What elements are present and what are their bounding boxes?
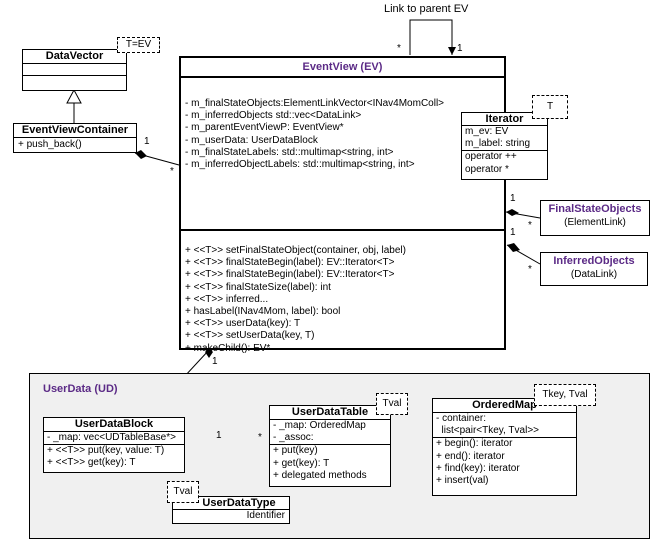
iterator-method: operator * [465,163,509,175]
ev-fso-diamond [506,209,519,216]
eventview-name: EventView (EV) [302,61,383,73]
finalstateobjects-title: FinalStateObjects [548,203,642,215]
ev-io-diamond [507,243,520,252]
inferredobjects-box: InferredObjects (DataLink) [540,252,648,286]
eventview-method: + <<T>> finalStateBegin(label): EV::Iter… [185,269,395,281]
userdatablock-method: + <<T>> put(key, value: T) [47,445,165,457]
datavector-class: DataVector [22,49,127,91]
eventview-attribute: - m_finalStateLabels: std::multimap<stri… [185,146,394,158]
orderedmap-method: + begin(): iterator [436,438,513,450]
eventview-method: + <<T>> finalStateBegin(label): EV::Iter… [185,257,395,269]
userdatatype-attributes: Identifier [173,509,289,522]
self-link-arrowhead [448,47,456,55]
eventviewcontainer-name: EventViewContainer [21,124,129,136]
userdatatable-name: UserDataTable [291,406,369,418]
userdatablock-name: UserDataBlock [74,418,154,430]
orderedmap-template: Tkey, Tval [534,384,596,406]
evc-star: * [170,166,174,177]
userdatatable-attribute: - _assoc: [273,432,314,444]
userdatatable-method: + get(key): T [273,457,330,469]
eventview-method: + <<T>> inferred... [185,293,269,305]
eventview-attribute: - m_inferredObjectLabels: std::multimap<… [185,159,415,171]
eventview-method: + makeChild(): EV* [185,342,271,354]
udb-udt-star: * [258,432,262,443]
self-link-line [409,19,453,55]
eventview-method: + <<T>> finalStateSize(label): int [185,281,331,293]
iterator-class: Iterator m_ev: EV m_label: string operat… [461,112,548,180]
orderedmap-name: OrderedMap [472,399,537,411]
eventview-method: + <<T>> setFinalStateObject(container, o… [185,245,406,256]
userdatablock-method: + <<T>> get(key): T [47,457,136,469]
eventviewcontainer-method: + push_back() [18,139,82,150]
fso-star: * [528,220,532,231]
iterator-attributes: m_ev: EV m_label: string [462,125,547,150]
userdatatable-methods: + put(key) + get(key): T + delegated met… [270,444,390,482]
orderedmap-methods: + begin(): iterator + end(): iterator + … [433,437,576,487]
datavector-template: T=EV [117,37,160,53]
orderedmap-method: + insert(val) [436,475,489,487]
iterator-name: Iterator [485,113,524,125]
iterator-attribute: m_label: string [465,138,531,150]
eventview-attribute: - m_parentEventViewP: EventView* [185,122,344,134]
eventview-method: + hasLabel(INav4Mom, label): bool [185,306,341,318]
userdatatable-method: + put(key) [273,445,318,457]
evc-diamond [135,150,147,159]
inferredobjects-title: InferredObjects [553,255,635,267]
self-link-one: 1 [457,43,463,54]
userdatablock-attribute: - _map: vec<UDTableBase*> [47,432,176,443]
eventview-methods: + <<T>> setFinalStateObject(container, o… [181,229,504,356]
finalstateobjects-subtitle: (ElementLink) [564,217,626,228]
io-star: * [528,264,532,275]
eventview-attributes: - m_finalStateObjects:ElementLinkVector<… [181,76,504,229]
eventview-class: EventView (EV) - m_finalStateObjects:Ele… [179,56,506,354]
evc-one: 1 [144,136,150,147]
userdatatable-class: UserDataTable - _map: OrderedMap - _asso… [269,405,391,487]
userdatatable-method: + delegated methods [273,469,367,481]
orderedmap-attribute: - container: [436,413,487,424]
eventview-method: + <<T>> setUserData(key, T) [185,330,315,342]
datavector-name: DataVector [45,50,104,62]
iterator-template: T [532,95,568,119]
userdata-package-title: UserData (UD) [43,383,118,395]
self-link-label: Link to parent EV [384,3,469,15]
io-one: 1 [510,227,516,238]
inferredobjects-subtitle: (DataLink) [570,269,618,280]
orderedmap-class: OrderedMap - container: list<pair<Tkey, … [432,398,577,496]
userdatatype-template: Tval [167,481,199,503]
udb-udt-one: 1 [216,430,222,441]
iterator-method: operator ++ [465,151,517,163]
eventview-method: + <<T>> userData(key): T [185,318,301,330]
userdatablock-class: UserDataBlock - _map: vec<UDTableBase*> … [43,417,185,473]
orderedmap-attributes: - container: list<pair<Tkey, Tval>> [433,412,576,437]
eventview-attribute: - m_userData: UserDataBlock [185,134,318,146]
userdatatable-attributes: - _map: OrderedMap - _assoc: [270,419,390,444]
self-link-star: * [397,43,401,54]
userdatablock-attributes: - _map: vec<UDTableBase*> [44,431,184,444]
fso-one: 1 [510,193,516,204]
orderedmap-attribute: list<pair<Tkey, Tval>> [436,425,540,437]
userdatatype-name: UserDataType [202,497,276,509]
iterator-attribute: m_ev: EV [465,126,509,137]
userdatatable-template: Tval [376,393,408,415]
eventview-attribute: - m_finalStateObjects:ElementLinkVector<… [185,98,445,109]
orderedmap-method: + find(key): iterator [436,462,520,474]
userdatablock-methods: + <<T>> put(key, value: T) + <<T>> get(k… [44,444,184,469]
userdatatable-attribute: - _map: OrderedMap [273,420,366,431]
generalization-triangle [66,88,82,104]
eventview-attribute: - m_inferredObjects std::vec<DataLink> [185,110,362,122]
finalstateobjects-box: FinalStateObjects (ElementLink) [540,200,650,236]
ev-udb-diamond [205,348,213,358]
userdatatype-attribute: Identifier [246,510,285,521]
orderedmap-method: + end(): iterator [436,450,505,462]
eventviewcontainer-class: EventViewContainer + push_back() [13,123,137,153]
iterator-methods: operator ++ operator * [462,150,547,175]
eventviewcontainer-methods: + push_back() [14,137,136,152]
ev-ud-one: 1 [212,356,218,367]
